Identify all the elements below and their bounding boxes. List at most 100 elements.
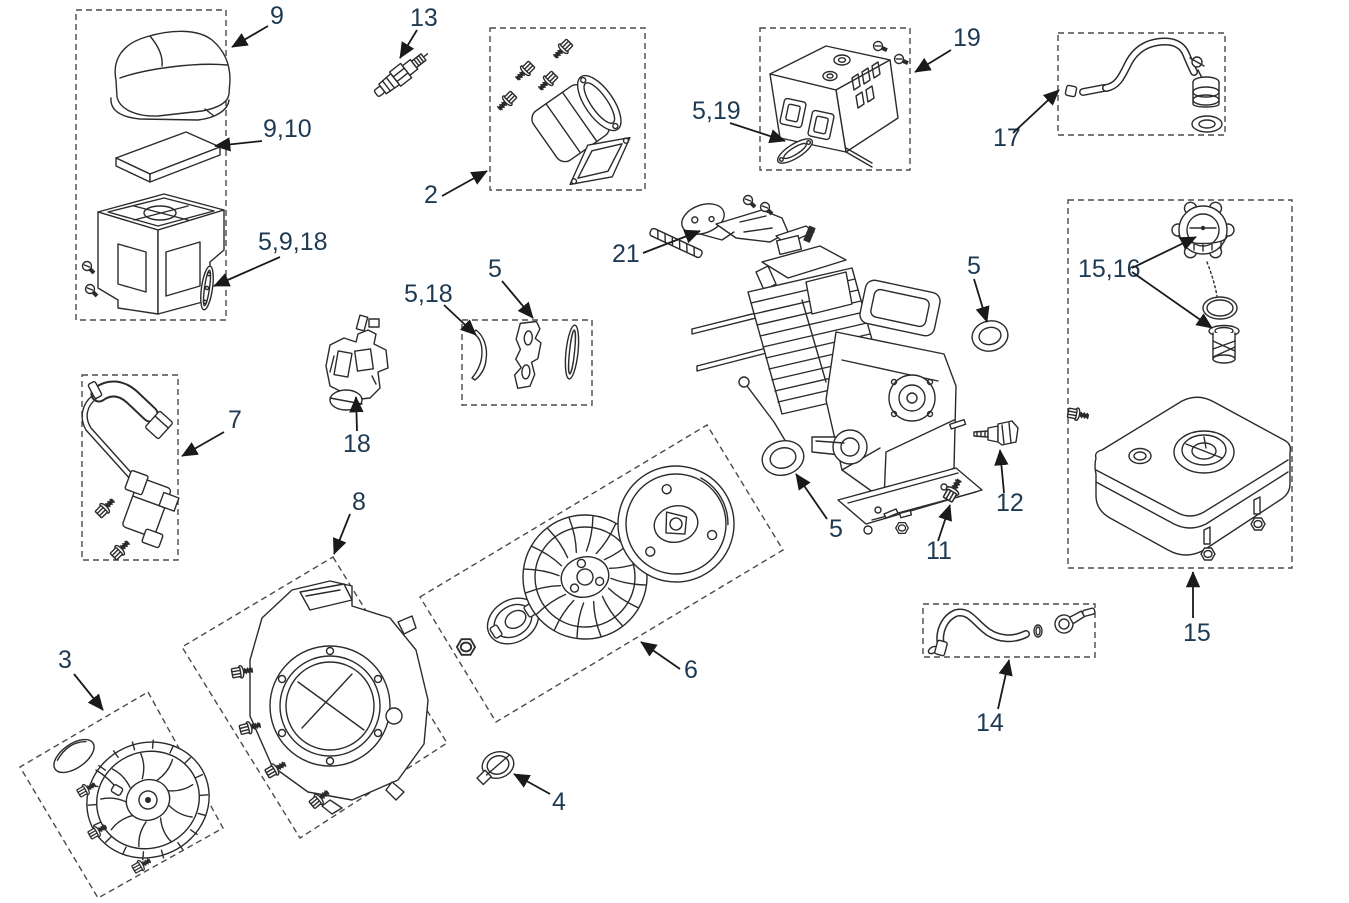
callout-5-seal-lower: 5 [829,515,843,543]
callout-12-arrow [994,449,1009,494]
spark-plug [373,53,429,97]
gasket-set-group: 5,18 5 [404,255,593,406]
callout-15-16: 15,16 [1078,255,1141,283]
crankshaft-key [883,508,899,519]
callout-3-arrow [73,673,104,711]
muffler-gasket [569,136,631,186]
callout-11-arrow [937,504,952,542]
muffler-bolt [535,70,559,94]
callout-17: 17 [993,124,1021,152]
callout-5-seal-upper: 5 [967,252,981,280]
callout-8-arrow [332,513,351,555]
muffler-bolt [512,60,536,84]
flywheel-bounding-box [419,424,784,723]
engine-short-block [691,225,983,535]
breather-clamp [1189,56,1205,68]
callout-14-arrow [997,659,1013,710]
callout-9-arrow [231,25,269,48]
callout-7: 7 [228,406,242,434]
air-cleaner-group: 9 9,10 5,9,18 [75,2,328,321]
callout-21-arrow [642,229,701,254]
oil-seal-upper-group: 5 [967,252,1009,352]
muffler-bolt [494,90,518,114]
starter-handle [53,738,95,774]
control-box-gasket [776,138,814,164]
callout-15-16-arrow-cap [1131,236,1197,269]
callout-4: 4 [552,788,566,816]
air-cleaner-cover [110,30,231,121]
bolt-4-group: 4 [476,750,566,816]
coil-wire [81,395,141,491]
callout-7-arrow [181,431,225,457]
callout-8: 8 [352,488,366,516]
bolt-11-group: 11 [926,476,965,565]
callout-5-seal-lower-arrow [795,473,828,520]
tank-bolt [1065,404,1092,425]
cylinder-stud [696,343,783,372]
callout-15-16-arrow-strainer [1131,271,1213,329]
fuel-cap [1171,201,1235,259]
callout-4-arrow [513,773,551,795]
callout-9-10-arrow [214,137,263,152]
breather-fitting [1064,84,1078,98]
fuel-line-bounding-box [922,603,1096,658]
breather-grommet [1191,115,1223,133]
muffler-group: 2 [424,27,646,209]
callout-13: 13 [410,4,438,32]
thin-gasket [564,324,580,380]
air-cleaner-gasket [200,265,214,311]
coil-bolt [94,495,118,519]
callout-12: 12 [996,489,1024,517]
throttle-control-group: 21 [612,193,815,268]
muffler-body [531,74,622,163]
fuel-valve-group: 12 [973,420,1024,517]
flywheel-fan [522,514,648,640]
callout-5-9-18: 5,9,18 [258,228,328,256]
callout-2-arrow [441,170,488,197]
insulator-spacer [513,320,542,390]
coil-body [122,469,180,549]
callout-5-gaskets: 5 [488,255,502,283]
coil-bolt [109,537,133,561]
callout-3: 3 [58,646,72,674]
mounting-base [837,467,983,525]
muffler-bolt [550,38,574,62]
callout-6: 6 [684,656,698,684]
callout-5-gaskets-arrow [501,280,534,319]
callout-5-19-arrow [729,122,786,144]
spark-plug-group: 13 [373,4,438,97]
base-screw [83,282,99,298]
oil-seal [971,320,1009,352]
cylinder-stud [691,302,797,335]
control-box-group: 19 5,19 [692,24,981,171]
callout-17-arrow [1012,89,1060,134]
air-cleaner-bounding-box [75,9,227,321]
callout-15: 15 [1183,619,1211,647]
callout-5-18-arrow [443,304,477,336]
fuel-strainer [1208,324,1240,364]
carburetor-group: 18 [325,314,389,458]
flywheel [617,465,735,583]
flywheel-nut [455,638,477,656]
valve-cover [859,279,941,337]
breather-group: 17 [993,32,1226,152]
hose-clamp [1033,624,1043,638]
callout-19-arrow [914,49,952,73]
callout-2: 2 [424,181,438,209]
flange-bolt-head-on [476,750,515,786]
callout-18: 18 [343,430,371,458]
callout-5-18: 5,18 [404,280,453,308]
carburetor [325,314,389,411]
gasket-set-bounding-box [461,319,593,406]
blower-housing-group: 8 [181,488,448,839]
breather-bounding-box [1057,32,1226,136]
cap-tether [1206,261,1218,297]
ignition-coil-group: 7 [81,374,242,561]
base-screw [80,259,96,275]
filler-o-ring [1202,296,1238,320]
inline-filter [1054,607,1096,634]
carburetor-gasket [471,329,488,381]
blower-housing [249,580,429,815]
recoil-starter-group: 3 [19,646,224,899]
